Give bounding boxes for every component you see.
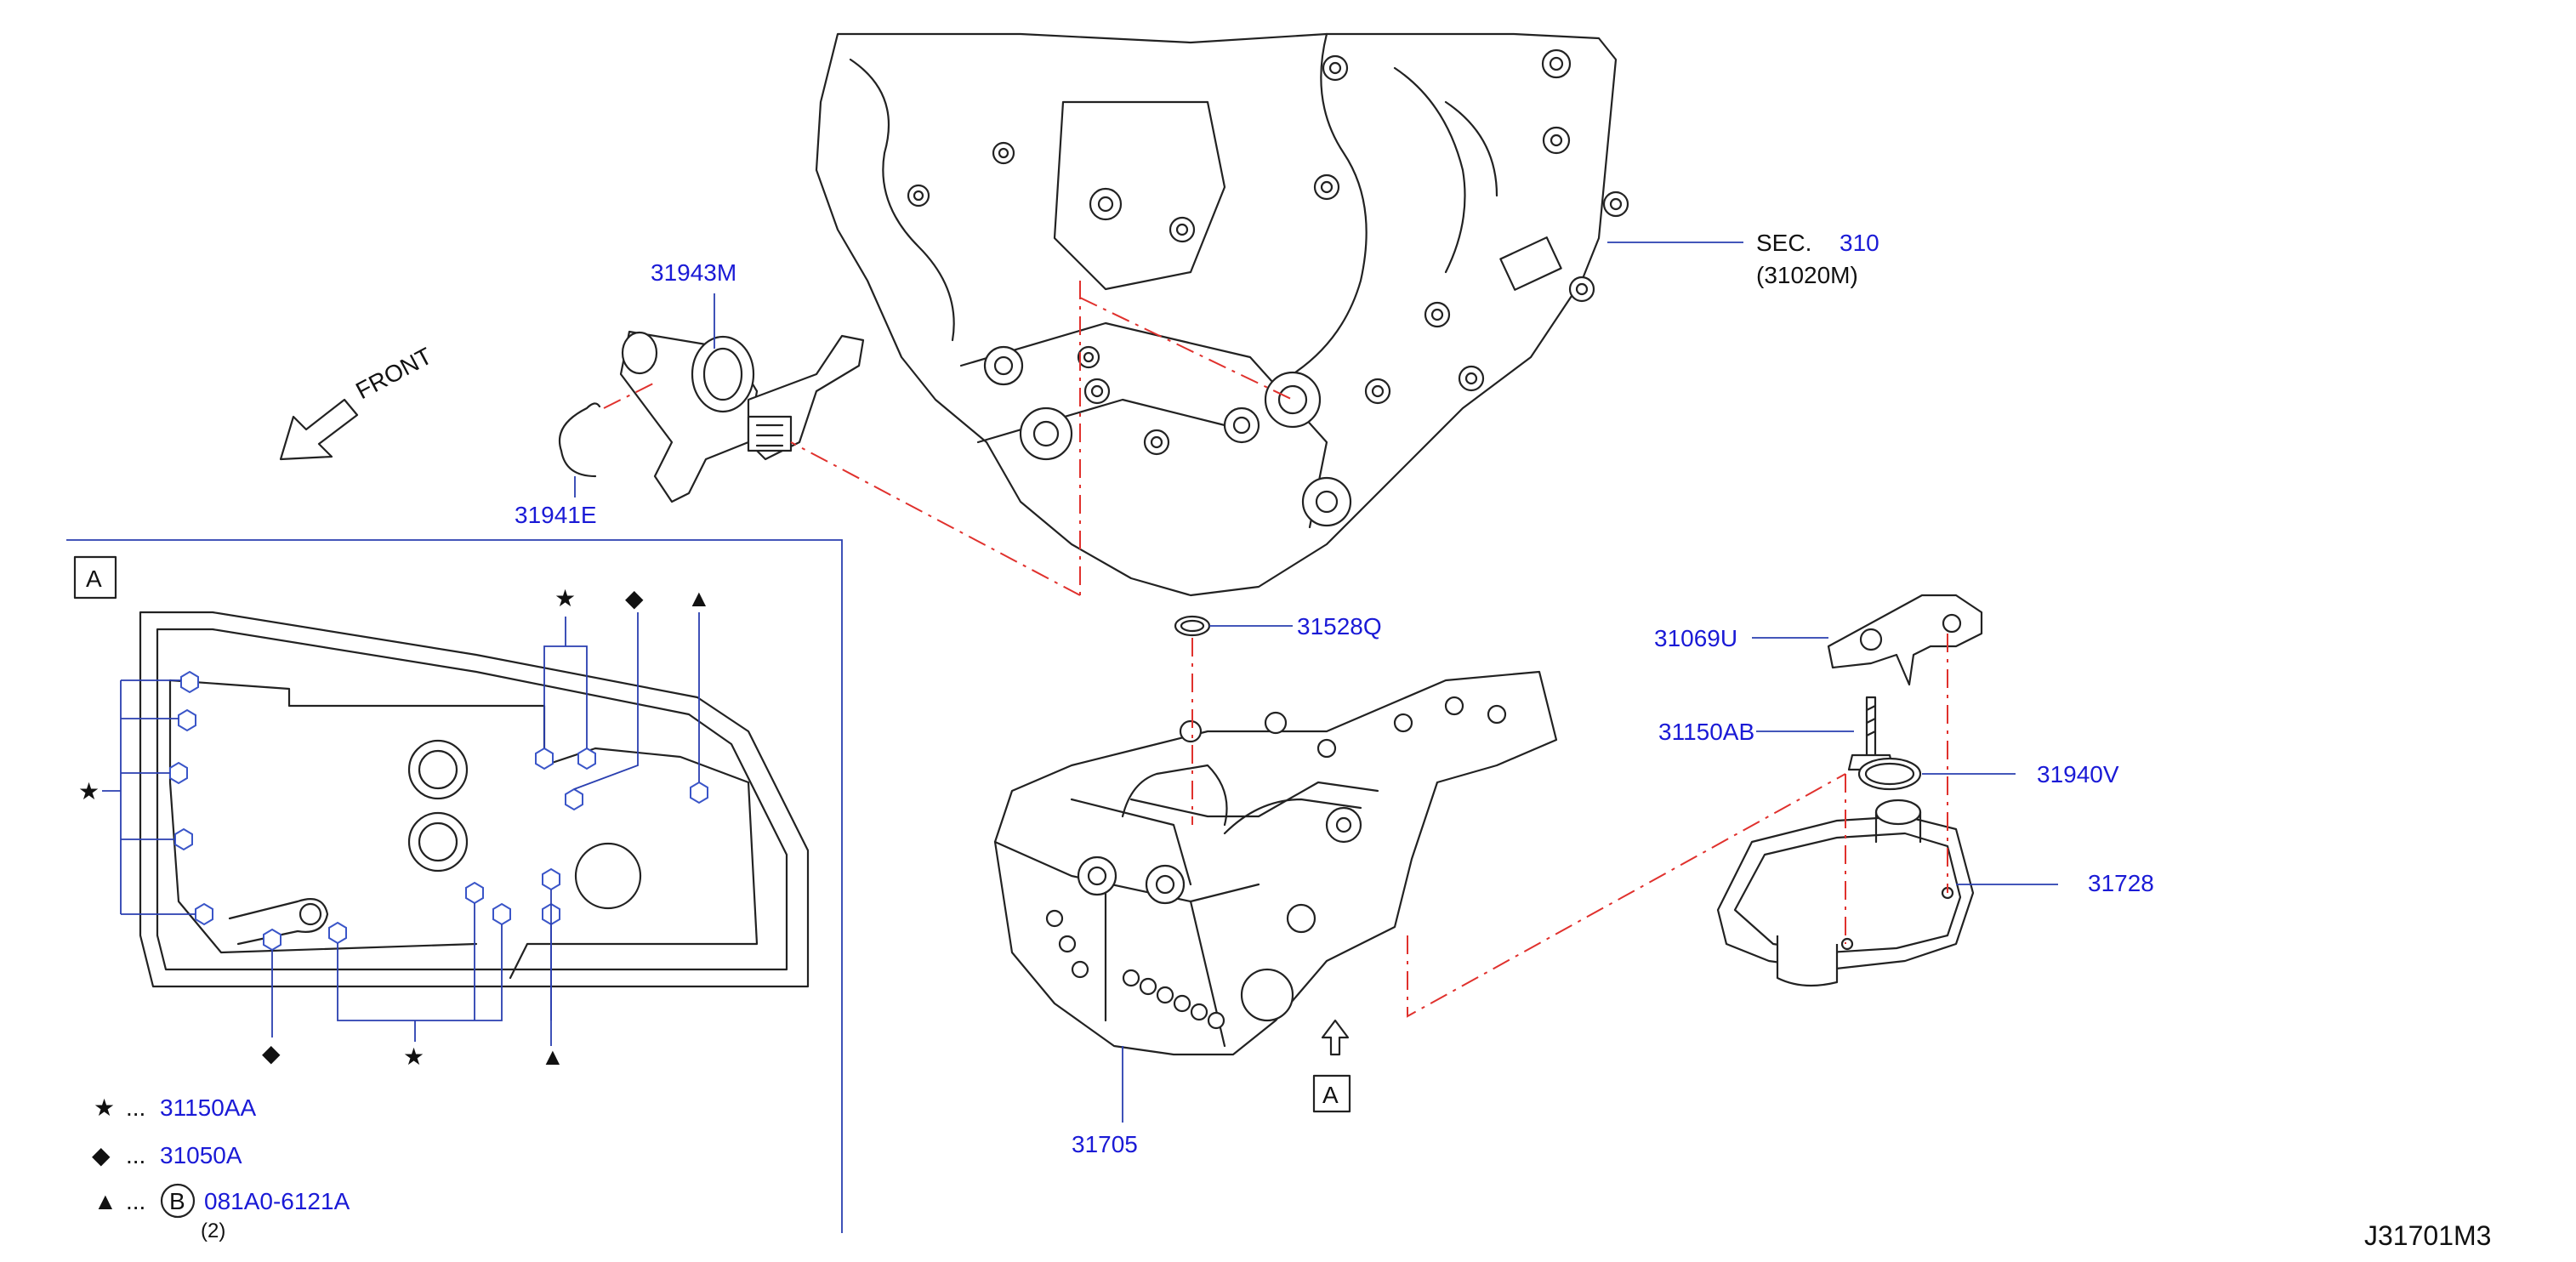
legend-dots: ... — [126, 1094, 145, 1121]
inset-star-left: ★ — [78, 778, 100, 804]
inset-diamond-bottom: ◆ — [262, 1040, 281, 1066]
section-ref-prefix: SEC. — [1756, 230, 1811, 256]
view-a-callout: A — [1312, 1019, 1351, 1113]
inset-bolt-hexes — [169, 670, 708, 952]
front-direction-arrow: FRONT — [279, 343, 436, 461]
legend-row-1: ★ ... 31150AA — [94, 1094, 256, 1121]
legend-dots: ... — [126, 1142, 145, 1168]
inset-a-box — [73, 555, 117, 600]
leader-lines — [574, 242, 2058, 1123]
o-ring-31528Q — [1174, 615, 1211, 637]
section-ref-sub: (31020M) — [1756, 262, 1858, 288]
inset-view-a: A — [66, 539, 843, 1233]
legend-part-31150AA[interactable]: 31150AA — [160, 1094, 256, 1121]
part-label-31941E: 31941E — [515, 502, 597, 528]
front-label: FRONT — [351, 343, 436, 405]
solenoid-assembly — [619, 330, 865, 503]
legend-part-081A0-6121A[interactable]: 081A0-6121A — [204, 1188, 350, 1214]
section-ref-number[interactable]: 310 — [1840, 230, 1879, 256]
legend-row-2: ◆ ... 31050A — [92, 1142, 242, 1168]
legend-circle-badge — [160, 1183, 196, 1219]
view-a-callout-label: A — [1322, 1082, 1339, 1108]
legend-row-3: ▲ ... B 081A0-6121A (2) — [94, 1183, 350, 1242]
part-label-31528Q: 31528Q — [1297, 613, 1382, 640]
inset-star-top: ★ — [554, 585, 576, 611]
transmission-case — [815, 32, 1629, 597]
part-label-31728: 31728 — [2088, 870, 2154, 896]
control-valve-body — [993, 670, 1558, 1056]
inset-a-label: A — [86, 566, 102, 592]
part-label-31943M: 31943M — [651, 259, 736, 286]
phantom-lines — [603, 281, 1948, 1018]
legend-qty: (2) — [201, 1219, 225, 1242]
inset-diamond-top: ◆ — [625, 585, 644, 611]
inset-outer-outline — [139, 611, 810, 988]
part-label-31940V: 31940V — [2037, 761, 2119, 787]
part-label-31069U: 31069U — [1654, 625, 1737, 651]
legend-symbol-triangle: ▲ — [94, 1188, 117, 1214]
legend-symbol-star: ★ — [94, 1094, 115, 1121]
o-ring-31940V — [1857, 757, 1922, 791]
diagram-id: J31701M3 — [2364, 1220, 2491, 1251]
part-label-31150AB: 31150AB — [1658, 719, 1754, 745]
legend-circle-letter: B — [169, 1188, 185, 1214]
inset-symbol-leaders — [102, 612, 700, 1046]
bracket-31069U — [1827, 594, 1983, 686]
part-label-31705: 31705 — [1072, 1131, 1138, 1157]
legend-dots: ... — [126, 1188, 145, 1214]
inset-frame — [66, 539, 843, 1233]
legend-symbol-diamond: ◆ — [92, 1142, 111, 1168]
retaining-clip — [558, 402, 601, 478]
inset-triangle-bottom: ▲ — [541, 1043, 565, 1070]
inset-triangle-top: ▲ — [687, 585, 711, 611]
inset-star-bottom: ★ — [403, 1043, 424, 1070]
symbol-legend: ★ ... 31150AA ◆ ... 31050A ▲ ... B 081A0… — [92, 1094, 350, 1242]
legend-part-31050A[interactable]: 31050A — [160, 1142, 242, 1168]
